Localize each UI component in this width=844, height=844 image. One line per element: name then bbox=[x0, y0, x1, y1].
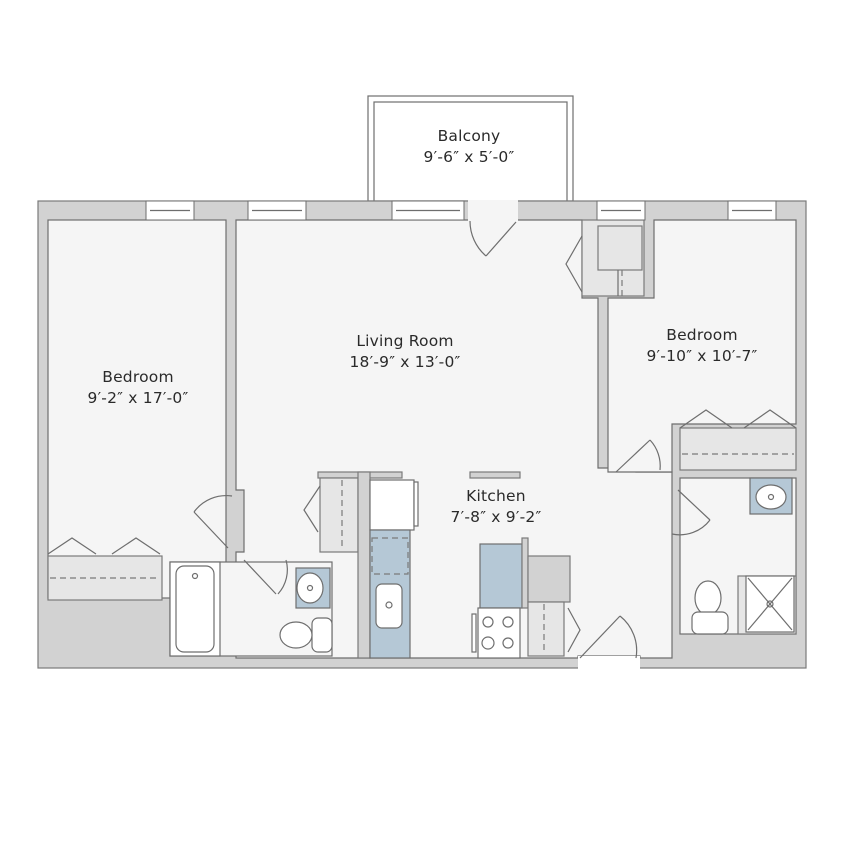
room-name: Kitchen bbox=[466, 487, 526, 505]
left-bedroom-door[interactable] bbox=[193, 495, 233, 549]
kitchen-fixtures bbox=[369, 471, 581, 659]
room-dimensions: 9′-6″ x 5′-0″ bbox=[423, 148, 515, 166]
room-label-living-room: Living Room 18′-9″ x 13′-0″ bbox=[349, 331, 460, 373]
entry-door[interactable] bbox=[578, 615, 640, 670]
balcony bbox=[367, 95, 574, 202]
doors bbox=[193, 439, 711, 670]
left-bath-door[interactable] bbox=[243, 559, 288, 595]
room-label-bedroom-right: Bedroom 9′-10″ x 10′-7″ bbox=[646, 325, 757, 367]
room-name: Bedroom bbox=[666, 326, 738, 344]
kitchen-sink-icon bbox=[375, 583, 403, 629]
left-bathroom-fixtures bbox=[169, 561, 333, 657]
counter-right bbox=[479, 543, 523, 609]
room-dimensions: 18′-9″ x 13′-0″ bbox=[349, 353, 461, 371]
toilet-left bbox=[279, 621, 313, 649]
closet-upper-right bbox=[565, 225, 643, 296]
closet-left-bedroom bbox=[47, 537, 163, 601]
refrigerator bbox=[369, 479, 415, 531]
room-label-kitchen: Kitchen 7′-8″ x 9′-2″ bbox=[451, 486, 542, 528]
room-dimensions: 9′-2″ x 17′-0″ bbox=[87, 389, 189, 407]
right-bath-door[interactable] bbox=[671, 489, 711, 536]
room-dimensions: 7′-8″ x 9′-2″ bbox=[450, 508, 542, 526]
room-name: Living Room bbox=[356, 332, 454, 350]
room-label-bedroom-left: Bedroom 9′-2″ x 17′-0″ bbox=[88, 367, 189, 409]
windows bbox=[145, 200, 777, 221]
room-label-balcony: Balcony 9′-6″ x 5′-0″ bbox=[424, 126, 515, 168]
closet-right-bedroom bbox=[679, 409, 797, 471]
right-bathroom-fixtures bbox=[691, 477, 797, 635]
hall-closet bbox=[303, 471, 403, 659]
balcony-door[interactable] bbox=[468, 200, 518, 257]
toilet-tank-left bbox=[311, 617, 333, 653]
room-dimensions: 9′-10″ x 10′-7″ bbox=[646, 347, 758, 365]
room-name: Balcony bbox=[437, 127, 501, 145]
right-bedroom-door[interactable] bbox=[615, 439, 661, 473]
stove-icon bbox=[477, 607, 521, 659]
room-name: Bedroom bbox=[102, 368, 174, 386]
toilet-right bbox=[694, 580, 722, 616]
